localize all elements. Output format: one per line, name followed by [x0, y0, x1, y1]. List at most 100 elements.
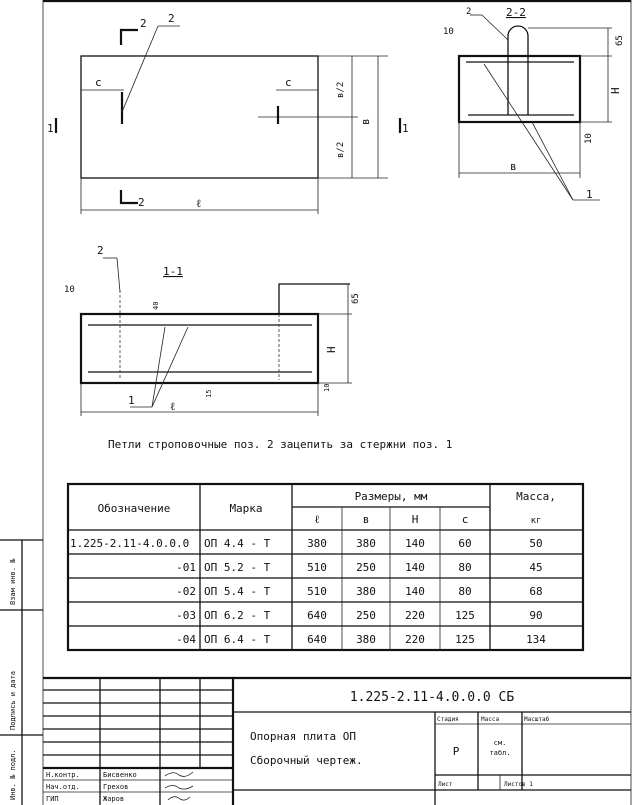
dim-10-top: 10: [443, 27, 454, 37]
cell-l: 640: [307, 609, 327, 622]
signature-mark: [167, 796, 191, 801]
cell-c: 60: [458, 537, 471, 550]
cell-mass: 134: [526, 633, 546, 646]
scale-label: Масштаб: [524, 716, 550, 723]
drawing-name-line2: Сборочный чертеж.: [250, 754, 363, 767]
cell-l: 640: [307, 633, 327, 646]
dim-c-left: c: [95, 76, 102, 89]
cell-h: 140: [405, 561, 425, 574]
section-2-2: 2-2 2 10 65 H 10 в 1: [443, 6, 625, 201]
doc-number: 1.225-2.11-4.0.0.0 СБ: [350, 690, 515, 705]
cell-c: 80: [458, 585, 471, 598]
section-1-1-title: 1-1: [163, 265, 183, 278]
cell-h: 140: [405, 585, 425, 598]
signer-role: Нач.отд.: [46, 783, 80, 791]
dim-40: 40: [152, 302, 160, 310]
table-rows: 1.225-2.11-4.0.0.0 ОП 4.4 - Т 380 380 140 60 5…: [70, 537, 546, 646]
cell-mark: ОП 6.2 - Т: [204, 609, 271, 622]
header-dim-b: в: [363, 513, 370, 526]
signer-name: Грехов: [103, 783, 128, 791]
leader-label-2: 2: [168, 12, 175, 25]
header-dim-c: c: [462, 513, 469, 526]
dim-b: в: [510, 160, 517, 173]
signer-name: Бисвенко: [103, 771, 137, 779]
cell-l: 510: [307, 585, 327, 598]
cell-mass: 45: [529, 561, 542, 574]
header-dimensions: Размеры, мм: [355, 490, 428, 503]
header-dim-l: ℓ: [314, 513, 319, 526]
dim-c-right: c: [285, 76, 292, 89]
table-row: -03 ОП 6.2 - Т 640 250 220 125 90: [176, 609, 543, 622]
cell-designation: 1.225-2.11-4.0.0.0: [70, 537, 189, 550]
assembly-note: Петли строповочные поз. 2 зацепить за ст…: [108, 438, 452, 451]
dim-10-right: 10: [323, 384, 331, 392]
title-block: 1.225-2.11-4.0.0.0 СБ Опорная плита ОП С…: [43, 676, 631, 805]
mass-value-line1: см.: [494, 739, 507, 747]
cell-mass: 50: [529, 537, 542, 550]
sheets-count-label: Листов 1: [504, 781, 533, 788]
dim-b-half-top: в/2: [336, 82, 346, 98]
cell-h: 140: [405, 537, 425, 550]
dim-b: в: [359, 118, 372, 125]
mark-table: Обозначение Марка Размеры, мм Масса, кг …: [66, 482, 585, 652]
section-mark-2: 2: [140, 17, 147, 30]
cell-l: 380: [307, 537, 327, 550]
stage-value: Р: [453, 745, 460, 758]
dim-h: H: [325, 346, 338, 353]
section-mark-1-left: 1: [47, 122, 54, 135]
header-dim-h: H: [412, 513, 419, 526]
cell-b: 250: [356, 609, 376, 622]
leader-label-2: 2: [466, 7, 471, 17]
signature-mark: [164, 785, 194, 790]
cell-h: 220: [405, 633, 425, 646]
lifting-loop: [507, 25, 529, 115]
drawing-name-line1: Опорная плита ОП: [250, 730, 356, 743]
table-row: 1.225-2.11-4.0.0.0 ОП 4.4 - Т 380 380 140 60 5…: [70, 537, 543, 550]
section-2-2-title: 2-2: [506, 6, 526, 19]
cell-mark: ОП 4.4 - Т: [204, 537, 271, 550]
cell-mark: ОП 5.4 - Т: [204, 585, 271, 598]
sheet-label: Лист: [438, 781, 453, 788]
dim-65: 65: [615, 35, 625, 46]
cell-mass: 68: [529, 585, 542, 598]
dim-10-bottom: 10: [584, 133, 594, 144]
plan-view: 2 2 c c в/2 в/2 в ℓ 1 1 2: [47, 12, 409, 214]
side-label-original-inv: Инв. № подл.: [9, 749, 17, 800]
cell-designation: -03: [176, 609, 196, 622]
section-1-1-outline: [79, 312, 320, 385]
dim-15: 15: [205, 390, 213, 398]
dim-65: 65: [351, 293, 361, 304]
signer-name: Жаров: [103, 795, 124, 803]
cell-mass: 90: [529, 609, 542, 622]
dim-h: H: [609, 87, 622, 94]
cell-designation: -01: [176, 561, 196, 574]
dim-10: 10: [64, 285, 75, 295]
header-mark: Марка: [229, 502, 262, 515]
cell-b: 380: [356, 537, 376, 550]
section-mark-2-bottom: 2: [138, 196, 145, 209]
dim-l: ℓ: [196, 197, 201, 210]
cell-mark: ОП 6.4 - Т: [204, 633, 271, 646]
leader-label-2: 2: [97, 244, 104, 257]
cell-b: 380: [356, 633, 376, 646]
cell-c: 125: [455, 609, 475, 622]
cell-l: 510: [307, 561, 327, 574]
signer-role: ГИП: [46, 795, 59, 803]
cell-h: 220: [405, 609, 425, 622]
cell-c: 80: [458, 561, 471, 574]
side-strip: Взам инв. № Подпись и дата Инв. № подл.: [0, 539, 43, 805]
side-label-replacement-inv: Взам инв. №: [9, 558, 17, 605]
stage-label: Стадия: [437, 716, 459, 723]
leader-label-1: 1: [586, 188, 593, 201]
cell-b: 380: [356, 585, 376, 598]
mass-label: Масса: [481, 716, 499, 723]
leader-label-1: 1: [128, 394, 135, 407]
header-designation: Обозначение: [98, 502, 171, 515]
mass-value-line2: табл.: [489, 749, 510, 757]
signer-role: Н.контр.: [46, 771, 80, 779]
dim-l: ℓ: [170, 400, 175, 413]
